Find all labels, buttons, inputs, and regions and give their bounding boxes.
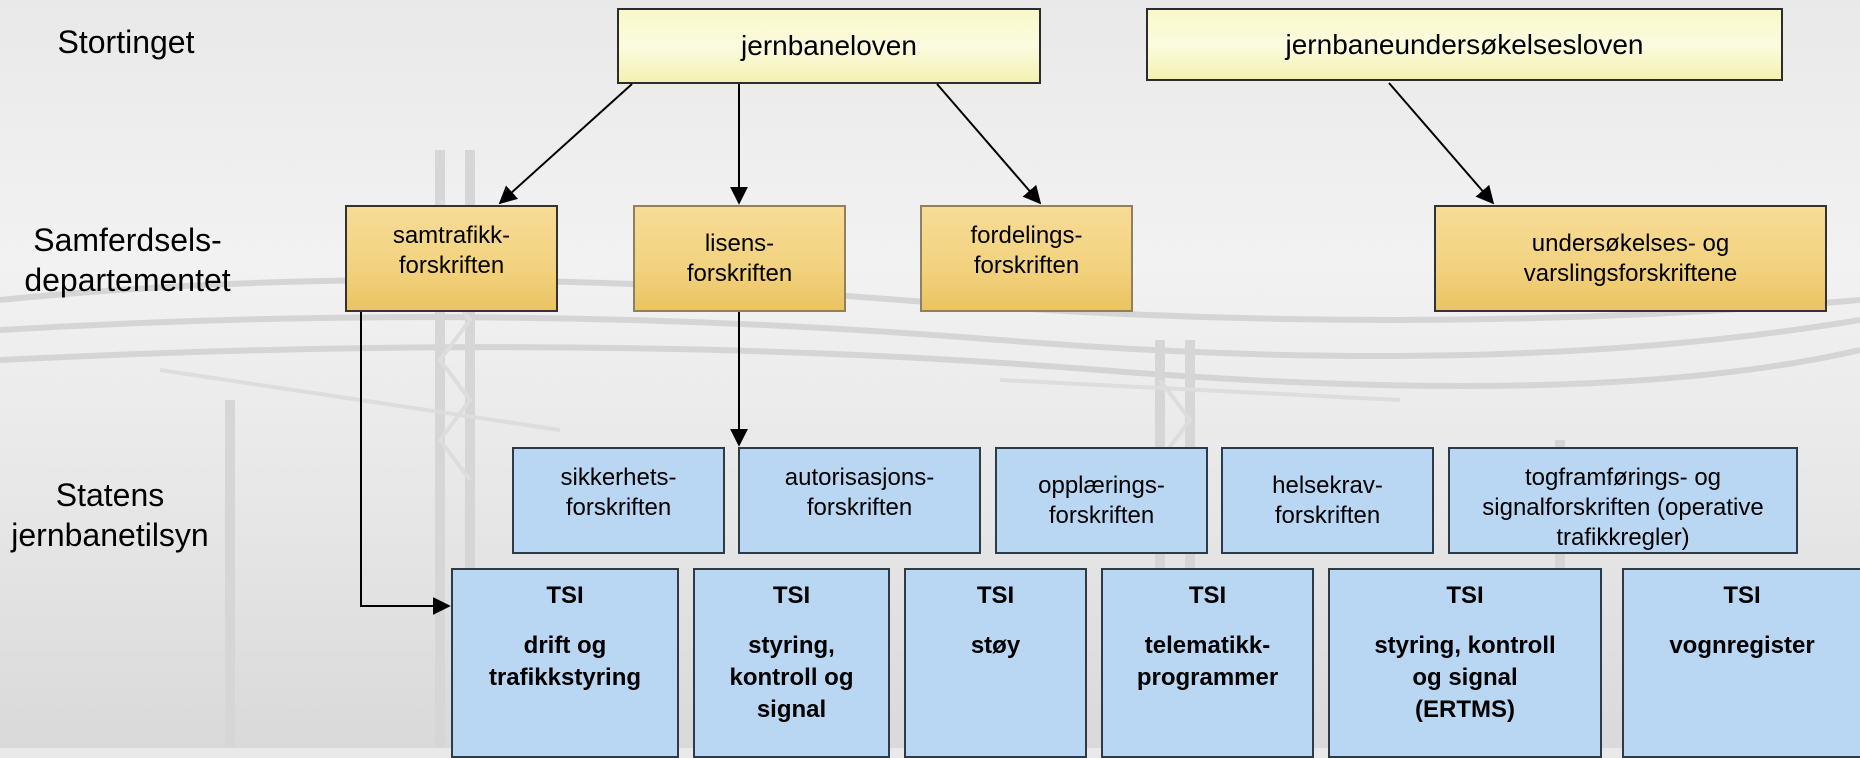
box-label: fordelings-: [970, 222, 1083, 249]
box-label: forskriften: [398, 252, 505, 279]
reg-opplaeringsforskriften: opplærings- forskriften: [995, 447, 1208, 554]
tsi-label: styring,: [748, 632, 835, 659]
tsi-label: programmer: [1136, 664, 1279, 691]
tsi-stoy: TSI støy: [904, 568, 1087, 758]
row-label-stortinget: Stortinget: [36, 22, 216, 62]
box-label: helsekrav-: [1272, 471, 1383, 499]
box-label: jernbaneundersøkelsesloven: [1285, 28, 1644, 60]
tsi-heading: TSI: [976, 582, 1015, 609]
law-jernbaneundersokelsesloven: jernbaneundersøkelsesloven: [1146, 8, 1783, 81]
box-label: autorisasjons-: [784, 464, 935, 491]
box-label: undersøkelses- og: [1531, 229, 1730, 257]
tsi-heading: TSI: [1723, 582, 1761, 609]
tsi-label: telematikk-: [1144, 632, 1271, 659]
tsi-vognregister: TSI vognregister: [1622, 568, 1860, 758]
reg-helsekravforskriften: helsekrav- forskriften: [1221, 447, 1434, 554]
tsi-label: signal: [756, 696, 827, 723]
row-label-text: Statens: [55, 477, 165, 513]
box-label: togframførings- og: [1524, 464, 1722, 491]
box-label: forskriften: [1048, 501, 1155, 529]
row-label-text: Samferdsels-: [33, 222, 222, 258]
reg-samtrafikkforskriften: samtrafikk- forskriften: [345, 205, 558, 312]
tsi-label: trafikkstyring: [488, 664, 642, 691]
row-label-text: jernbanetilsyn: [11, 517, 209, 553]
box-label: forskriften: [1274, 501, 1381, 529]
tsi-styring-kontroll-og-signal-ertms: TSI styring, kontroll og signal (ERTMS): [1328, 568, 1602, 758]
box-label: trafikkregler): [1556, 524, 1690, 551]
tsi-styring-kontroll-og-signal: TSI styring, kontroll og signal: [693, 568, 890, 758]
box-label: jernbaneloven: [741, 30, 917, 61]
tsi-heading: TSI: [1446, 582, 1484, 609]
row-label-statens-jernbanetilsyn: Statens jernbanetilsyn: [0, 475, 220, 555]
tsi-label: (ERTMS): [1415, 696, 1515, 723]
tsi-label: kontroll og: [729, 664, 854, 691]
box-label: samtrafikk-: [392, 222, 511, 249]
box-label: sikkerhets-: [560, 464, 677, 491]
box-label: forskriften: [973, 252, 1080, 279]
reg-lisensforskriften: lisens- forskriften: [633, 205, 846, 312]
box-label: forskriften: [806, 494, 913, 521]
box-label: varslingsforskriftene: [1523, 259, 1738, 287]
tsi-label: styring, kontroll: [1374, 632, 1556, 659]
row-label-text: departementet: [24, 262, 231, 298]
tsi-label: og signal: [1412, 664, 1518, 691]
box-label: forskriften: [686, 259, 793, 287]
tsi-drift-og-trafikkstyring: TSI drift og trafikkstyring: [451, 568, 679, 758]
tsi-telematikkprogrammer: TSI telematikk- programmer: [1101, 568, 1314, 758]
reg-togframforings-og-signalforskriften: togframførings- og signalforskriften (op…: [1448, 447, 1798, 554]
box-label: forskriften: [565, 494, 672, 521]
tsi-heading: TSI: [546, 582, 584, 609]
box-label: lisens-: [704, 229, 775, 257]
box-label: signalforskriften (operative: [1482, 494, 1764, 521]
reg-fordelingsforskriften: fordelings- forskriften: [920, 205, 1133, 312]
reg-autorisasjonsforskriften: autorisasjons- forskriften: [738, 447, 981, 554]
law-jernbaneloven: jernbaneloven: [617, 8, 1041, 84]
tsi-label: vognregister: [1669, 632, 1815, 659]
row-label-text: Stortinget: [57, 24, 195, 60]
reg-undersokelses-og-varslingsforskriftene: undersøkelses- og varslingsforskriftene: [1434, 205, 1827, 312]
reg-sikkerhetsforskriften: sikkerhets- forskriften: [512, 447, 725, 554]
tsi-heading: TSI: [1188, 582, 1227, 609]
tsi-label: støy: [970, 632, 1021, 659]
tsi-heading: TSI: [772, 582, 811, 609]
box-label: opplærings-: [1038, 471, 1165, 499]
row-label-samferdselsdepartementet: Samferdsels- departementet: [0, 220, 255, 300]
tsi-label: drift og: [523, 632, 607, 659]
